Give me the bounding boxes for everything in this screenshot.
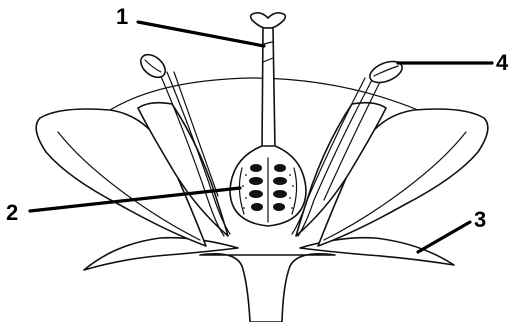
label-2: 2: [6, 200, 18, 225]
leader-line-3: [418, 222, 470, 252]
ovary: [230, 146, 306, 226]
stigma: [251, 13, 286, 28]
receptacle: [200, 254, 335, 322]
label-1: 1: [116, 4, 128, 29]
pistil: [230, 13, 306, 226]
label-4: 4: [496, 50, 509, 75]
anther-left: [136, 50, 169, 82]
label-3: 3: [474, 207, 486, 232]
leader-line-1: [138, 22, 264, 46]
